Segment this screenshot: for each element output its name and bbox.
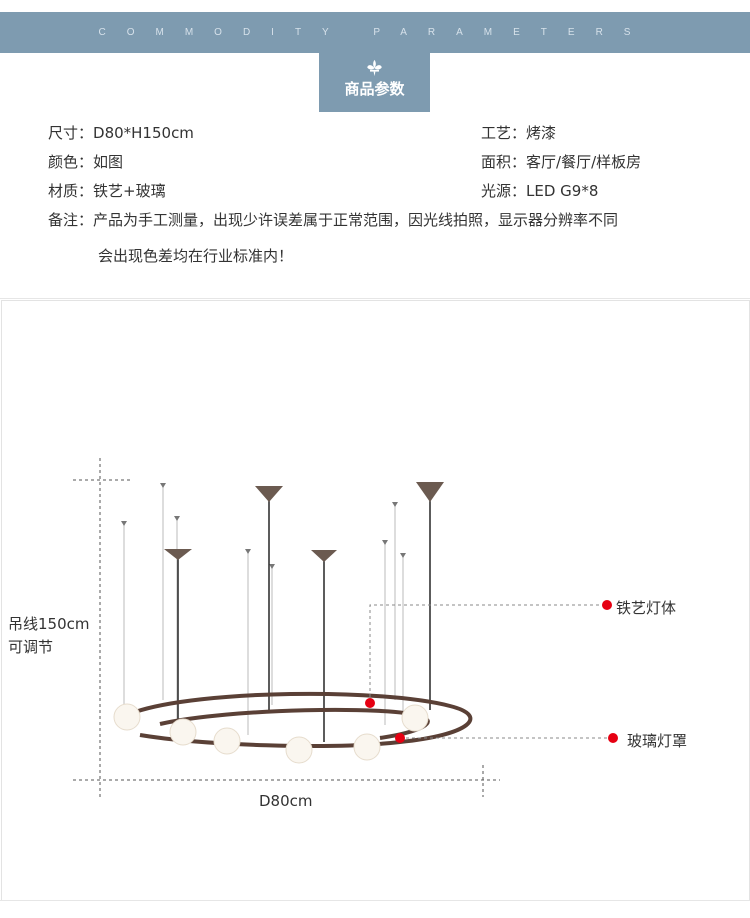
spec-light: 光源：LED G9*8 [481, 180, 598, 201]
badge-label: 商品参数 [344, 80, 405, 98]
spec-light-value: LED G9*8 [526, 182, 599, 200]
spec-material-label: 材质： [48, 182, 94, 200]
spec-note-cont: 会出现色差均在行业标准内！ [98, 245, 293, 266]
spec-size: 尺寸：D80*H150cm [48, 122, 194, 143]
thin-wire-caps [121, 483, 406, 569]
spec-area: 面积：客厅/餐厅/样板房 [481, 151, 641, 172]
spec-light-label: 光源： [481, 182, 527, 200]
spec-size-value: D80*H150cm [93, 124, 194, 142]
spec-craft: 工艺：烤漆 [481, 122, 556, 143]
callout-glass-label: 玻璃灯罩 [627, 732, 688, 750]
cone-canopies [164, 482, 444, 562]
callout-markers [365, 600, 618, 743]
glass-globes [113, 703, 429, 764]
section-badge: 商品参数 [319, 53, 430, 112]
spec-note-line2: 会出现色差均在行业标准内！ [98, 247, 294, 265]
fleur-de-lis-icon [367, 59, 382, 77]
thin-wires [123, 485, 404, 735]
spec-size-label: 尺寸： [48, 124, 94, 142]
spec-color-value: 如图 [93, 153, 124, 171]
frame-bottom-line [0, 900, 750, 901]
header-banner: COMMODITY PARAMETERS [0, 12, 750, 53]
spec-area-label: 面积： [481, 153, 527, 171]
spec-craft-label: 工艺： [481, 124, 527, 142]
height-label-line2: 可调节 [8, 638, 54, 656]
spec-craft-value: 烤漆 [526, 124, 557, 142]
spec-color-label: 颜色： [48, 153, 94, 171]
banner-text: COMMODITY PARAMETERS [98, 27, 652, 38]
spec-color: 颜色：如图 [48, 151, 123, 172]
width-label: D80cm [259, 792, 313, 810]
section-divider [0, 298, 750, 299]
rods [177, 500, 431, 742]
height-dimension-lines [73, 458, 500, 800]
callout-lines [369, 604, 613, 739]
spec-material-value: 铁艺+玻璃 [93, 182, 166, 200]
spec-note-label: 备注： [48, 211, 94, 229]
height-label-line1: 吊线150cm [8, 615, 90, 633]
spec-material: 材质：铁艺+玻璃 [48, 180, 166, 201]
spec-note-line1: 产品为手工测量，出现少许误差属于正常范围，因光线拍照，显示器分辨率不同 [93, 211, 619, 229]
callout-iron-label: 铁艺灯体 [616, 599, 677, 617]
spec-note: 备注：产品为手工测量，出现少许误差属于正常范围，因光线拍照，显示器分辨率不同 [48, 209, 618, 230]
spec-area-value: 客厅/餐厅/样板房 [526, 153, 642, 171]
